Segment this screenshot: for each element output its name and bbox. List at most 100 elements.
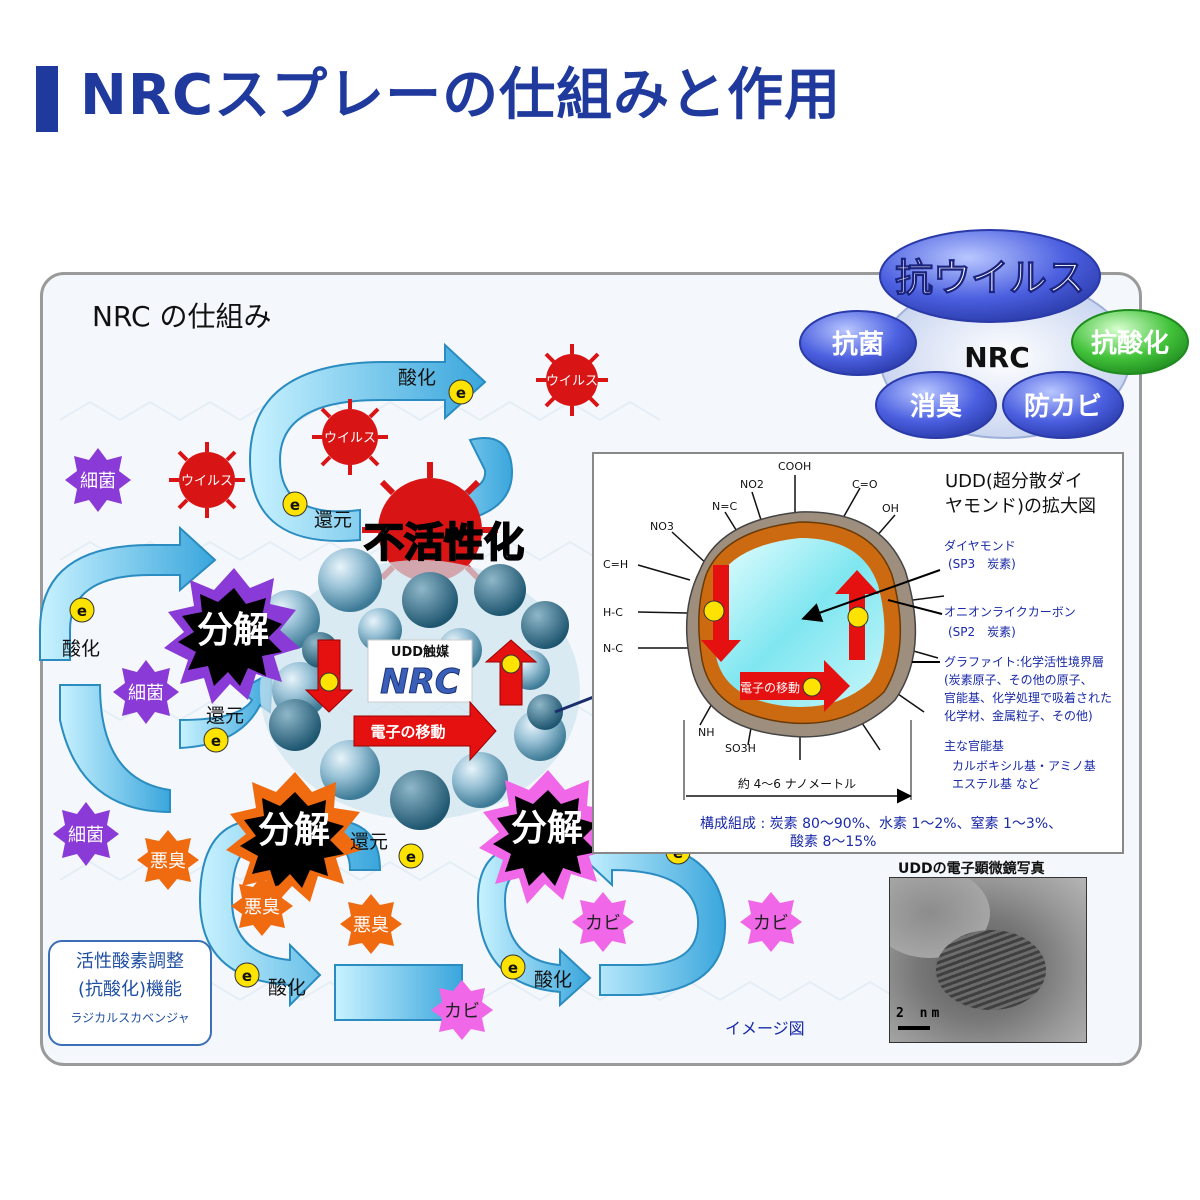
functional-line1: カルボキシル基・アミノ基 xyxy=(952,759,1096,773)
odor-label: 悪臭 xyxy=(150,851,186,872)
electron-icon xyxy=(203,727,229,753)
electron-icon xyxy=(448,379,474,405)
udd-catalyst-label: UDD触媒 xyxy=(391,644,450,660)
diamond-label: ダイヤモンド xyxy=(944,538,1016,553)
group-no3: NO3 xyxy=(650,520,674,533)
image-note: イメージ図 xyxy=(725,1019,805,1038)
badge-antibacterial: 抗菌 xyxy=(832,329,884,360)
group-nh: NH xyxy=(698,726,715,739)
mold-label: カビ xyxy=(585,913,621,934)
mold-label: カビ xyxy=(753,913,789,934)
virus-label: ウイルス xyxy=(324,431,376,446)
electron-symbol: e xyxy=(290,496,300,514)
udd-catalyst-logo: UDD触媒 NRC xyxy=(367,639,473,703)
decomposition-label: 分解 xyxy=(197,610,269,651)
redox-labels: 酸化 e e 還元 e 酸化 還元 e 還元 e e 酸化 還元 e e 酸化 xyxy=(62,367,691,999)
decomposition-label: 分解 xyxy=(258,810,330,851)
odor-label: 悪臭 xyxy=(244,897,280,918)
oxidation-label: 酸化 xyxy=(534,969,572,991)
group-n-c2: N-C xyxy=(603,642,623,655)
feature-badges: NRC 抗ウイルス 抗菌 抗酸化 消臭 防カビ xyxy=(799,229,1189,439)
graphite-line2: (炭素原子、その他の原子、 xyxy=(944,673,1093,687)
electron-transfer-label: 電子の移動 xyxy=(370,723,445,741)
page-title: NRCスプレーの仕組みと作用 xyxy=(80,63,842,128)
badge-antimold: 防カビ xyxy=(1024,392,1102,422)
decomposition-burst-right: 分解 xyxy=(479,770,615,904)
decomposition-burst-left: 分解 xyxy=(226,772,362,906)
group-c-o: C=O xyxy=(852,478,878,491)
electron-symbol: e xyxy=(456,384,466,402)
electron-arrows: 電子の移動 xyxy=(304,639,538,762)
group-cooh: COOH xyxy=(778,460,811,473)
em-photo: 2 nm xyxy=(889,877,1087,1043)
size-label: 約 4〜6 ナノメートル xyxy=(738,776,856,791)
electron-symbol: e xyxy=(242,967,252,985)
inset-title-line1: UDD(超分散ダイ xyxy=(945,471,1083,492)
electron-icon xyxy=(500,954,526,980)
em-scale-bar xyxy=(898,1026,930,1030)
composition-line1: 構成組成 : 炭素 80〜90%、水素 1〜2%、窒素 1〜3%、 xyxy=(700,815,1062,832)
legend-line1: 活性酸素調整 xyxy=(76,951,184,972)
electron-icon xyxy=(234,962,260,988)
decomposition-label: 分解 xyxy=(511,808,583,849)
badge-antioxidant: 抗酸化 xyxy=(1091,328,1169,359)
inactivation-label: 不活性化 xyxy=(364,520,524,566)
electron-icon xyxy=(69,597,95,623)
udd-inset: UDD(超分散ダイ ヤモンド)の拡大図 xyxy=(592,452,1124,854)
group-h-c: H-C xyxy=(603,606,623,619)
antioxidant-legend: 活性酸素調整 (抗酸化)機能 ラジカルスカベンジャ xyxy=(48,940,212,1046)
group-c-h: C=H xyxy=(603,558,628,571)
inset-electron-transfer: 電子の移動 xyxy=(740,681,800,695)
badge-deodorize: 消臭 xyxy=(910,392,962,422)
oxidation-label: 酸化 xyxy=(268,977,306,999)
decomposition-burst-top: 分解 xyxy=(164,568,300,704)
bacteria-label: 細菌 xyxy=(68,825,104,846)
odors: 悪臭 悪臭 悪臭 xyxy=(137,830,402,954)
bacteria-label: 細菌 xyxy=(128,683,164,704)
bacteria-label: 細菌 xyxy=(80,471,116,492)
title-accent-bar xyxy=(36,66,58,132)
oxidation-label: 酸化 xyxy=(398,367,436,389)
viruses: ウイルス ウイルス ウイルス xyxy=(169,344,608,598)
em-photo-title: UDDの電子顕微鏡写真 xyxy=(898,860,1045,877)
bacteria: 細菌 細菌 細菌 xyxy=(53,448,179,866)
electron-icon xyxy=(398,843,424,869)
electron-symbol: e xyxy=(406,848,416,866)
reduction-label: 還元 xyxy=(350,831,388,853)
onion-label: オニオンライクカーボン xyxy=(944,605,1076,619)
inactivation-callout: 不活性化 xyxy=(363,519,525,567)
reduction-label: 還元 xyxy=(206,705,244,727)
group-so3h: SO3H xyxy=(725,742,756,755)
functional-line2: エステル基 など xyxy=(952,777,1040,791)
group-no2: NO2 xyxy=(740,478,764,491)
inset-title-line2: ヤモンド)の拡大図 xyxy=(945,496,1096,517)
mold-label: カビ xyxy=(444,1001,480,1022)
badge-anti-virus: 抗ウイルス xyxy=(895,256,1085,300)
electron-symbol: e xyxy=(508,959,518,977)
legend-line2: (抗酸化)機能 xyxy=(77,979,183,1000)
graphite-line3: 官能基、化学処理で吸着された xyxy=(944,690,1112,705)
virus-label: ウイルス xyxy=(546,374,598,389)
cycle-arrows xyxy=(39,342,727,1021)
reduction-label: 還元 xyxy=(314,509,352,531)
diamond-sub: (SP3 炭素) xyxy=(948,557,1016,571)
composition-line2: 酸素 8〜15% xyxy=(790,834,876,850)
oxidation-label: 酸化 xyxy=(62,638,100,660)
molds: カビ カビ カビ xyxy=(431,892,802,1040)
electron-symbol: e xyxy=(77,602,87,620)
graphite-line4: 化学材、金属粒子、その他) xyxy=(944,708,1093,723)
graphite-line1: グラファイト:化学活性境界層 xyxy=(944,654,1104,669)
onion-sub: (SP2 炭素) xyxy=(948,625,1016,639)
electron-symbol: e xyxy=(211,732,221,750)
em-scale-label: 2 nm xyxy=(896,1006,944,1021)
virus-label: ウイルス xyxy=(181,474,233,489)
legend-line3: ラジカルスカベンジャ xyxy=(70,1011,190,1025)
group-n-c: N=C xyxy=(712,500,737,513)
functional-title: 主な官能基 xyxy=(944,738,1004,753)
odor-label: 悪臭 xyxy=(353,915,389,936)
badge-center-nrc: NRC xyxy=(964,341,1030,374)
panel-title: NRC の仕組み xyxy=(92,300,271,333)
group-oh: OH xyxy=(882,502,899,515)
electron-icon xyxy=(282,491,308,517)
